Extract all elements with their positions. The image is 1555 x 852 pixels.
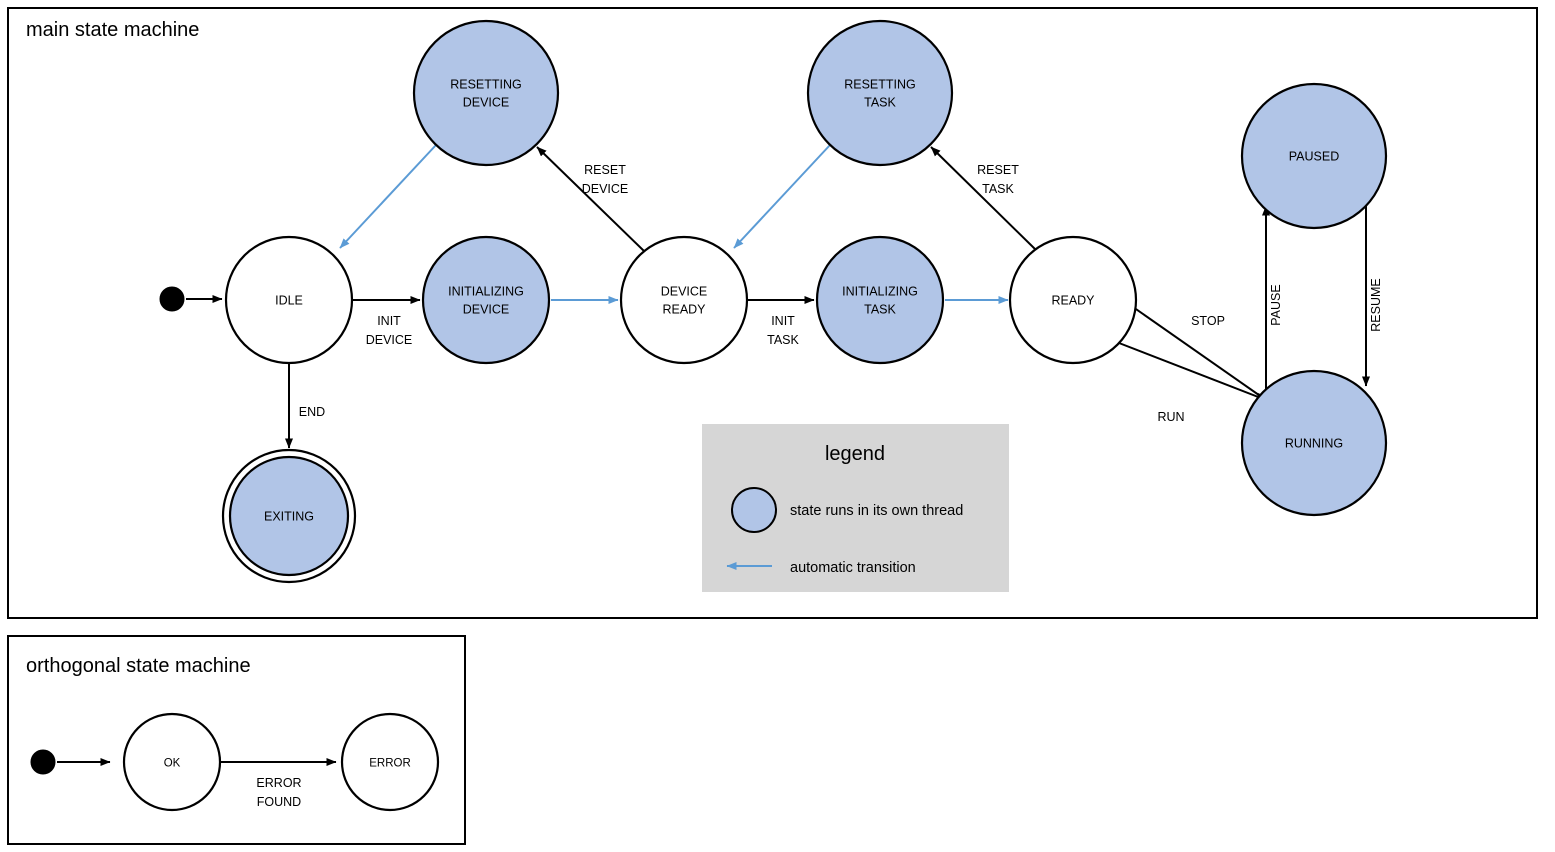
state-exiting[interactable] <box>221 448 357 584</box>
transition-t-resetting-task-device-ready <box>733 144 831 249</box>
transition-arrow <box>930 146 1037 251</box>
transition-arrow <box>339 144 437 249</box>
state-device-ready[interactable] <box>619 235 749 365</box>
state-label-paused: PAUSED <box>1289 150 1339 164</box>
state-running[interactable] <box>1240 369 1388 517</box>
state-shape <box>806 19 954 167</box>
state-shape <box>619 235 749 365</box>
state-shape <box>1008 235 1138 365</box>
state-shape <box>1240 369 1388 517</box>
state-label-ok: OK <box>164 758 181 770</box>
frame-title: main state machine <box>26 19 199 41</box>
transition-t-ready-running: RUN <box>1118 342 1267 424</box>
state-shape <box>340 712 440 812</box>
state-paused[interactable] <box>1240 82 1388 230</box>
transition-arrow <box>536 146 646 253</box>
legend-item-legend-thread: state runs in its own thread <box>731 487 963 533</box>
state-label-ready: READY <box>1051 294 1095 308</box>
transition-arrow <box>733 144 831 249</box>
state-error[interactable] <box>340 712 440 812</box>
transition-label: RUN <box>1157 410 1184 424</box>
state-shape <box>815 235 945 365</box>
transition-arrow <box>1122 299 1267 401</box>
state-label-idle: IDLE <box>275 294 303 308</box>
transition-label: STOP <box>1191 314 1225 328</box>
frame-title: orthogonal state machine <box>26 655 251 677</box>
state-label-exiting: EXITING <box>264 510 314 524</box>
state-initializing-task[interactable] <box>815 235 945 365</box>
initial-state-main-initial[interactable] <box>159 286 185 312</box>
state-initializing-device[interactable] <box>421 235 551 365</box>
state-label-error: ERROR <box>369 758 411 770</box>
state-resetting-task[interactable] <box>806 19 954 167</box>
state-shape <box>228 455 350 577</box>
state-shape <box>224 235 354 365</box>
initial-state-orthogonal-initial[interactable] <box>30 749 56 775</box>
transition-t-running-paused: PAUSE <box>1262 205 1283 400</box>
transition-t-idle-exiting: END <box>285 364 325 449</box>
transition-t-paused-running: RESUME <box>1362 206 1383 387</box>
transition-label: RESUME <box>1369 278 1383 331</box>
state-label-running: RUNNING <box>1285 437 1343 451</box>
states-layer <box>30 19 1388 812</box>
legend-item-label: state runs in its own thread <box>790 503 963 519</box>
state-idle[interactable] <box>224 235 354 365</box>
final-state-outer-ring <box>221 448 357 584</box>
legend-item-legend-automatic: automatic transition <box>726 560 916 576</box>
state-ready[interactable] <box>1008 235 1138 365</box>
transition-label: END <box>299 405 325 419</box>
state-shape <box>122 712 222 812</box>
legend: legend state runs in its own thread automa… <box>702 424 1009 592</box>
legend-title: legend <box>825 443 885 465</box>
transition-t-running-ready: STOP <box>1122 299 1267 401</box>
state-resetting-device[interactable] <box>412 19 560 167</box>
transition-arrow <box>1118 342 1267 401</box>
transition-t-resetting-device-idle <box>339 144 437 249</box>
state-shape <box>1240 82 1388 230</box>
state-ok[interactable] <box>122 712 222 812</box>
legend-item-label: automatic transition <box>790 560 916 576</box>
state-shape <box>412 19 560 167</box>
transition-label: PAUSE <box>1269 284 1283 325</box>
thread-state-swatch-icon <box>731 487 777 533</box>
state-shape <box>421 235 551 365</box>
